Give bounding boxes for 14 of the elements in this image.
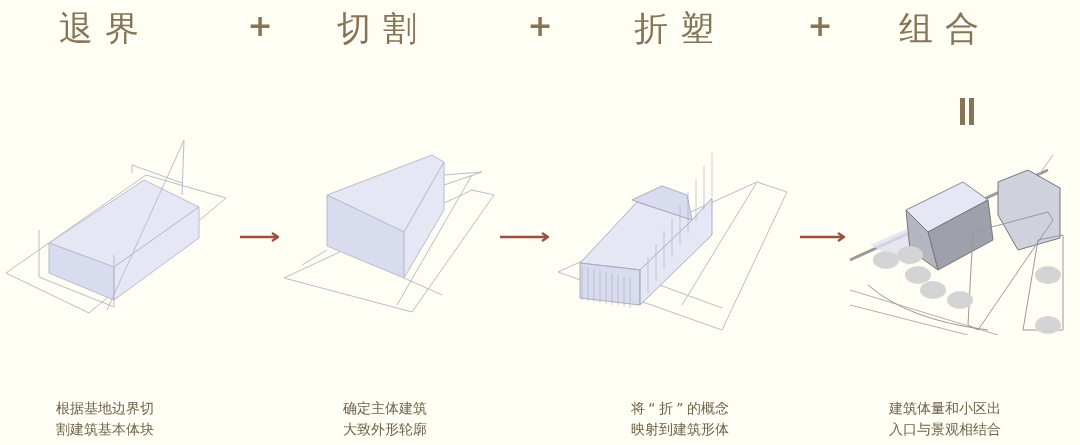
plus-sign: +	[527, 8, 553, 43]
step-heading: 切割	[337, 7, 429, 50]
arrow	[800, 231, 846, 243]
step-caption: 建筑体量和小区出入口与景观相结合	[889, 399, 1001, 439]
step-heading: 折塑	[634, 7, 726, 50]
arrow	[240, 231, 280, 243]
arrow	[500, 231, 550, 243]
plus-sign: +	[247, 8, 273, 43]
step-heading: 退界	[59, 7, 151, 50]
step-caption: 将“折”的概念映射到建筑形体	[631, 399, 729, 439]
step-caption: 根据基地边界切割建筑基本体块	[56, 399, 154, 439]
step-heading: 组合	[899, 7, 991, 50]
plus-sign: +	[807, 8, 833, 43]
step-caption: 确定主体建筑大致外形轮廓	[343, 399, 427, 439]
